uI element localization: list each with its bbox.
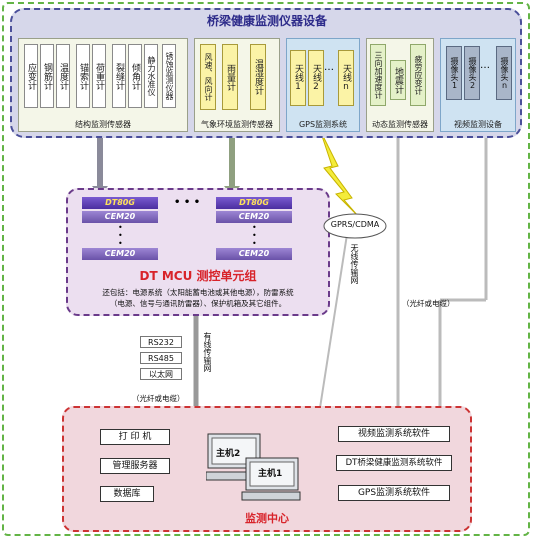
outer-frame <box>2 2 530 536</box>
mcu-desc-1: 还包括：电源系统（太阳能蓄电池或其他电源），防雷系统 <box>102 288 294 297</box>
dots-left: ••• <box>118 223 123 248</box>
wireless-label: 无线传输网 <box>350 244 359 284</box>
camera-2: 摄像头2 <box>464 46 480 100</box>
printer-box: 打 印 机 <box>100 429 170 445</box>
rs485-tag: RS485 <box>140 352 182 364</box>
sensor-level: 静力水准仪 <box>144 44 158 108</box>
wired-label: 有线传输网 <box>203 332 212 372</box>
database-box: 数据库 <box>100 486 154 502</box>
server-box: 管理服务器 <box>100 458 170 474</box>
dt-software-box: DT桥梁健康监测系统软件 <box>336 455 452 471</box>
dynamic-caption: 动态监测传感器 <box>372 120 428 129</box>
gps-dots: … <box>324 62 334 73</box>
mcu-desc-2: （电源、信号与通讯防雷器）、保护机箱及其它组件。 <box>109 299 287 308</box>
sensor-humidity: 温湿度计 <box>250 44 266 110</box>
cem20-right-top: CEM20 <box>216 211 292 223</box>
host2-label: 主机2 <box>216 449 241 459</box>
sensor-fatigue: 疲劳应变计 <box>410 44 426 106</box>
sensor-strain: 应变计 <box>24 44 38 108</box>
sensor-rebar: 钢筋计 <box>40 44 54 108</box>
gps-antenna-1: 天线1 <box>290 50 306 106</box>
sensor-anchor: 锚索计 <box>76 44 90 108</box>
host1-label: 主机1 <box>258 469 283 479</box>
dots-right: ••• <box>252 223 257 248</box>
gps-software-box: GPS监测系统软件 <box>338 485 450 501</box>
sensor-corrosion: 锈蚀监测仪器 <box>162 44 176 108</box>
camera-n: 摄像头n <box>496 46 512 100</box>
equipment-title: 桥梁健康监测仪器设备 <box>206 14 327 28</box>
gps-antenna-n: 天线n <box>338 50 354 106</box>
mcu-title: DT MCU 测控单元组 <box>139 269 257 283</box>
cem20-right-bottom: CEM20 <box>216 248 292 260</box>
video-dots: … <box>480 60 490 71</box>
center-title: 监测中心 <box>245 512 289 525</box>
gprs-label: GPRS/CDMA <box>330 220 380 229</box>
sensor-accelerometer: 三向加速度计 <box>370 44 386 106</box>
cloud-icon <box>323 213 387 239</box>
video-caption: 视频监测设备 <box>454 120 502 129</box>
sensor-tilt: 倾角计 <box>128 44 142 108</box>
sensor-seismometer: 地震计 <box>390 60 406 100</box>
ethernet-tag: 以太网 <box>140 368 182 380</box>
computer-icon <box>206 433 301 501</box>
gps-antenna-2: 天线2 <box>308 50 324 106</box>
weather-caption: 气象环境监测传感器 <box>201 120 273 129</box>
dt80g-left: DT80G <box>82 197 158 209</box>
sensor-wind: 风速、风向计 <box>200 44 216 110</box>
sensor-rain: 雨量计 <box>222 44 238 110</box>
sensor-load: 荷重计 <box>92 44 106 108</box>
fiber-label-right: （光纤或电缆） <box>402 299 455 308</box>
dt80g-right: DT80G <box>216 197 292 209</box>
cem20-left-bottom: CEM20 <box>82 248 158 260</box>
mcu-dots: • • • <box>174 197 201 208</box>
structural-caption: 结构监测传感器 <box>75 120 131 129</box>
fiber-label-left: （光纤或电缆） <box>132 394 185 403</box>
video-software-box: 视频监测系统软件 <box>338 426 450 442</box>
sensor-temp: 温度计 <box>56 44 70 108</box>
cem20-left-top: CEM20 <box>82 211 158 223</box>
gps-caption: GPS监测系统 <box>298 120 348 129</box>
rs232-tag: RS232 <box>140 336 182 348</box>
camera-1: 摄像头1 <box>446 46 462 100</box>
sensor-crack: 裂缝计 <box>112 44 126 108</box>
